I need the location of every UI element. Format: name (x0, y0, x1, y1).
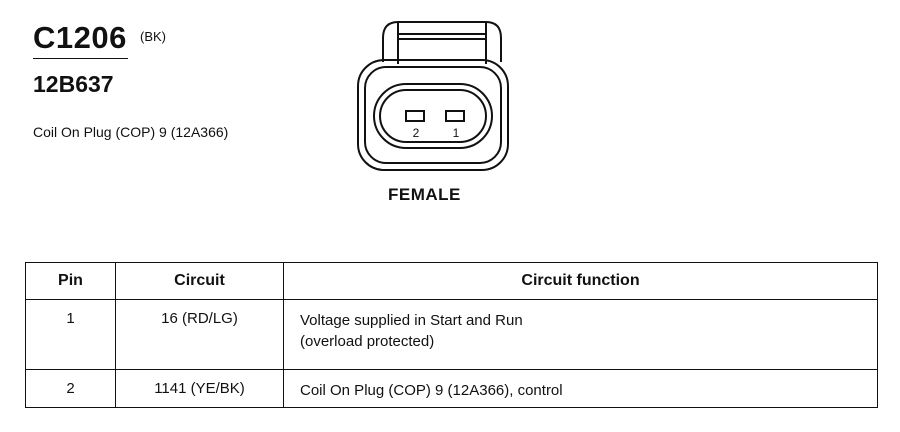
connector-gender: FEMALE (388, 185, 461, 204)
cell-pin: 1 (25, 299, 116, 370)
header-circuit: Circuit (115, 262, 284, 300)
pin-2-label: 2 (413, 126, 420, 140)
table-row: 1 16 (RD/LG) Voltage supplied in Start a… (25, 299, 878, 370)
pin-2-terminal (405, 110, 425, 122)
table-header-row: Pin Circuit Circuit function (25, 262, 878, 300)
cell-pin: 2 (25, 369, 116, 408)
function-line: Coil On Plug (COP) 9 (12A366), control (300, 382, 563, 399)
connector-latch (382, 21, 502, 62)
pin-table: Pin Circuit Circuit function 1 16 (RD/LG… (25, 262, 878, 408)
cell-function: Coil On Plug (COP) 9 (12A366), control (283, 369, 878, 408)
table-row: 2 1141 (YE/BK) Coil On Plug (COP) 9 (12A… (25, 369, 878, 408)
cell-circuit: 16 (RD/LG) (115, 299, 284, 370)
connector-housing (357, 59, 509, 171)
title-divider (33, 58, 128, 59)
connector-id: C1206 (33, 20, 127, 55)
connector-color: (BK) (140, 29, 166, 44)
cell-function: Voltage supplied in Start and Run (overl… (283, 299, 878, 370)
pin-1-label: 1 (453, 126, 460, 140)
connector-face-diagram: 2 1 (357, 21, 509, 171)
cell-circuit: 1141 (YE/BK) (115, 369, 284, 408)
function-line: (overload protected) (300, 333, 435, 350)
pin-1-terminal (445, 110, 465, 122)
connector-description: Coil On Plug (COP) 9 (12A366) (33, 124, 229, 140)
connector-cavity (373, 83, 493, 149)
function-line: Voltage supplied in Start and Run (300, 312, 523, 329)
part-number: 12B637 (33, 71, 114, 97)
header-pin: Pin (25, 262, 116, 300)
header-function: Circuit function (283, 262, 878, 300)
